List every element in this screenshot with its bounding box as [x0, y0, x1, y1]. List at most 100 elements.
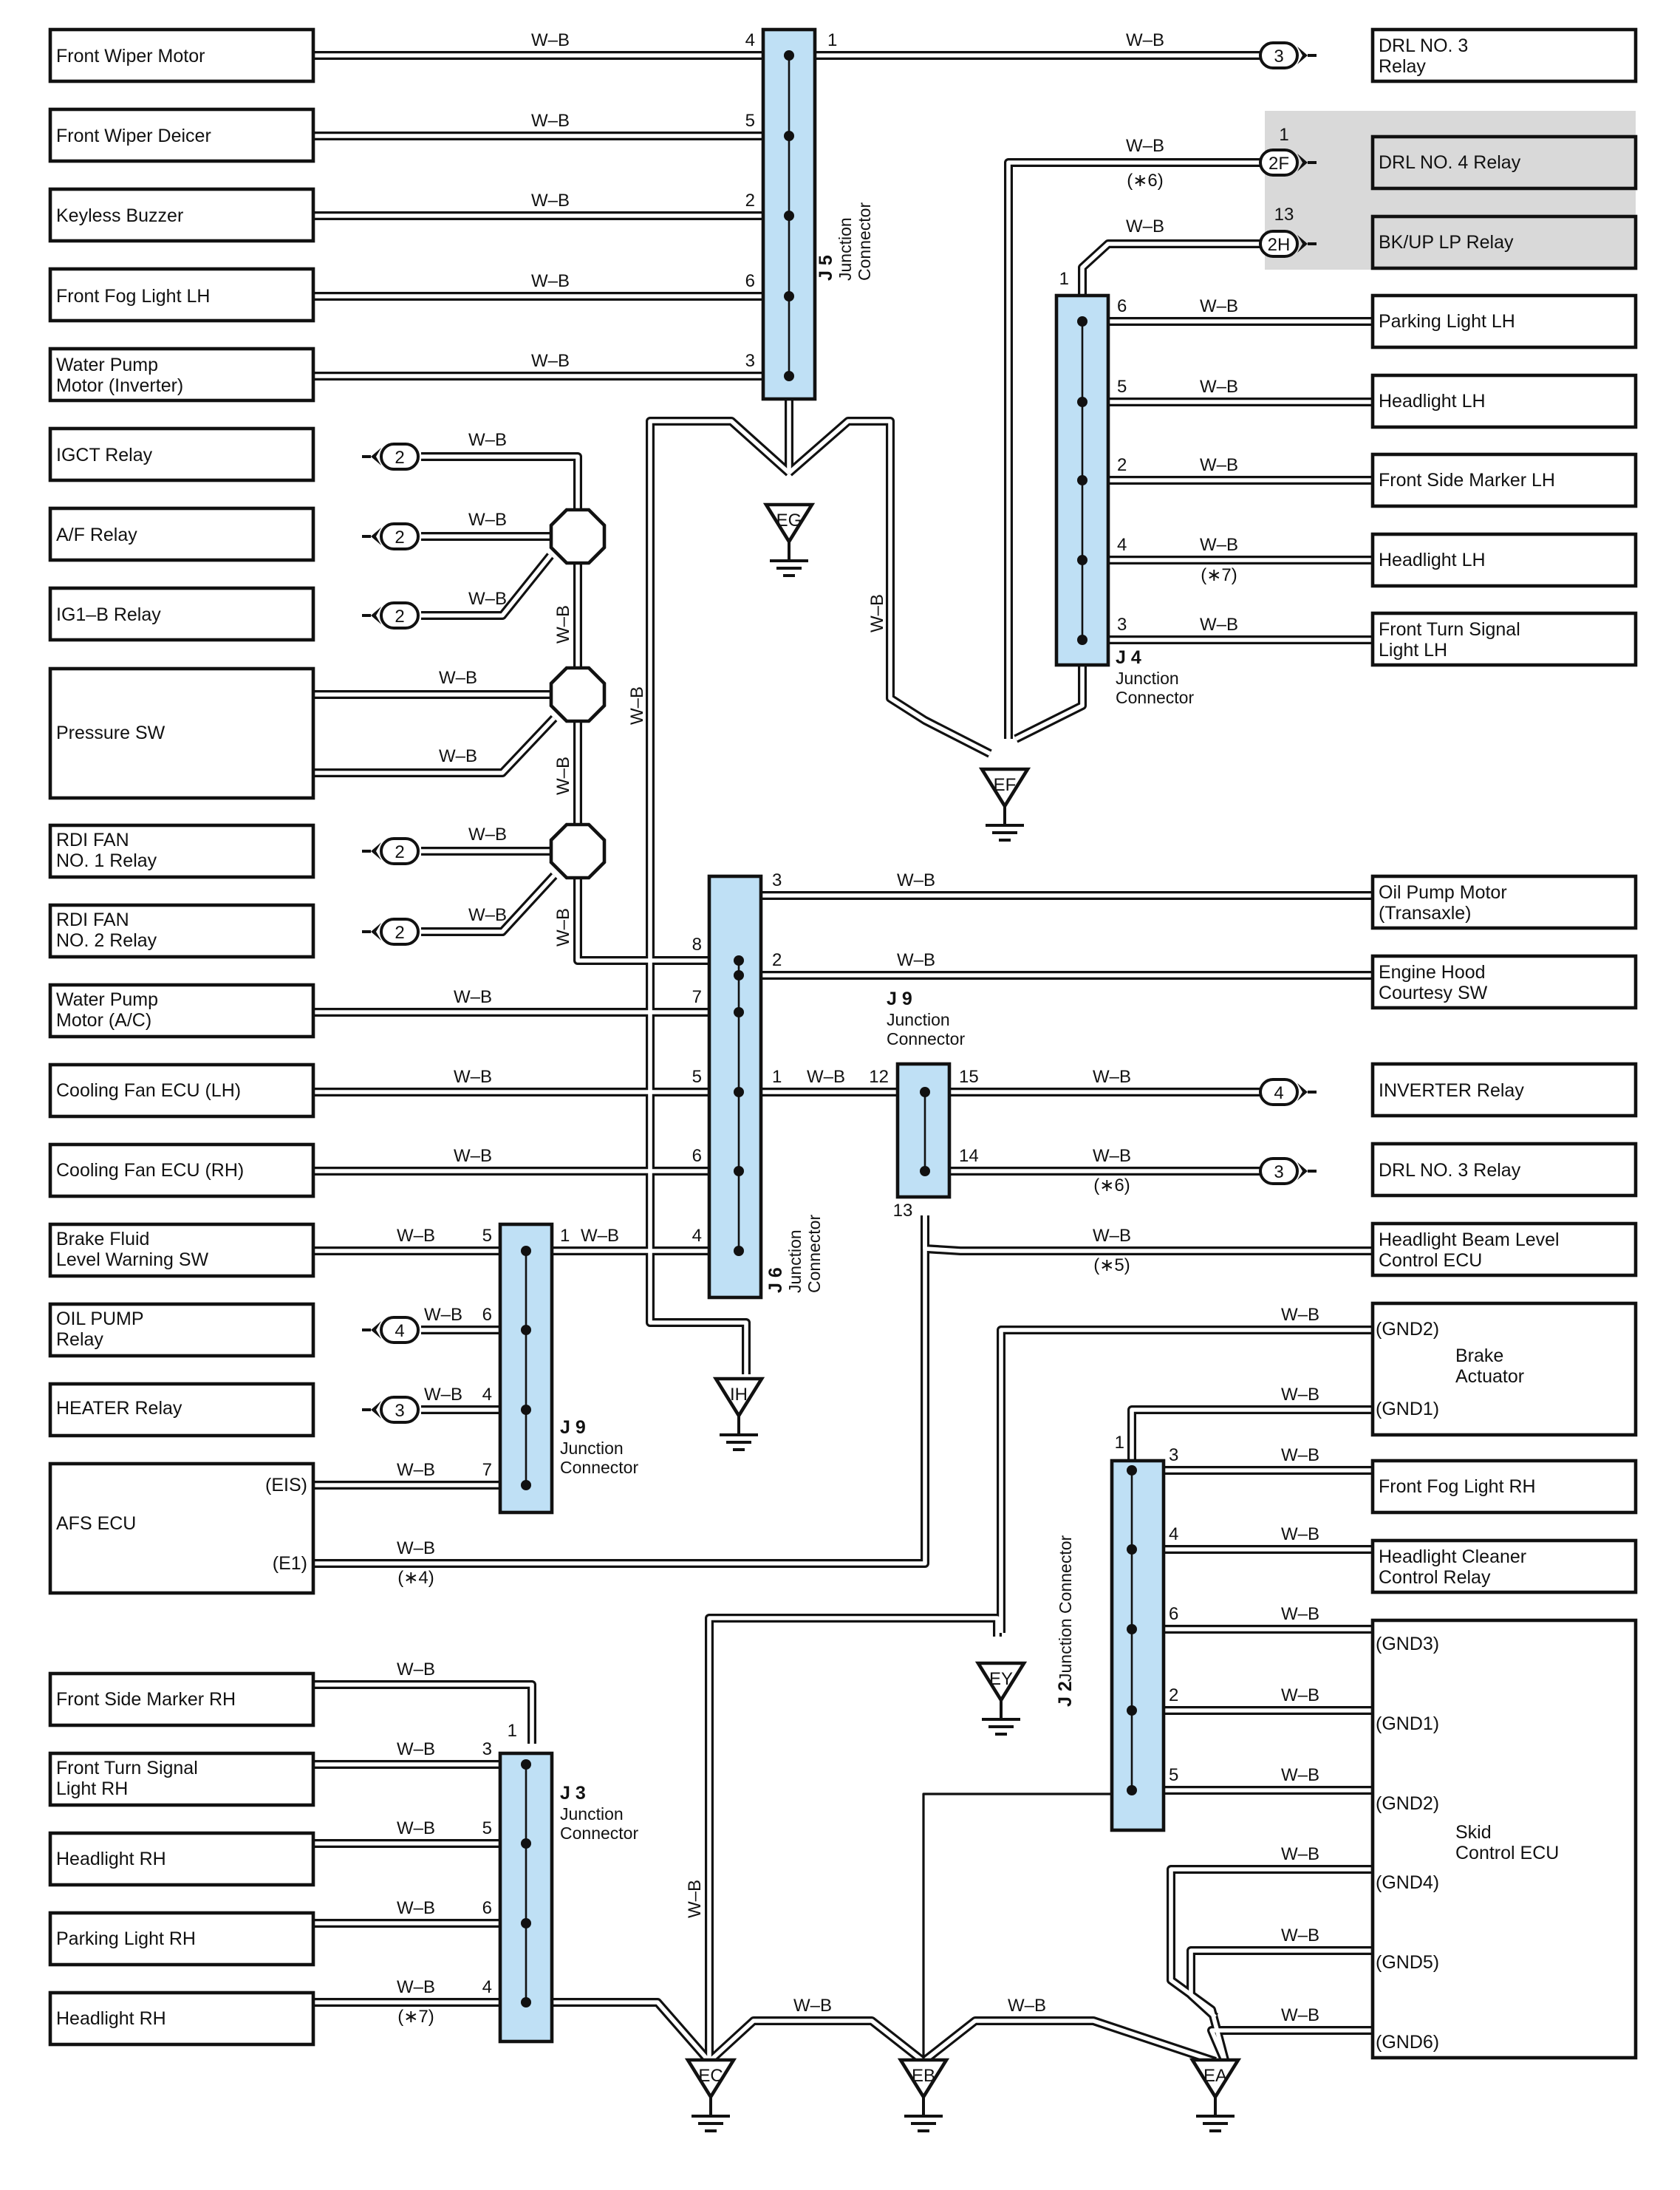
wire-label: W–B: [454, 1146, 492, 1166]
skid-terminal-gnd4: (GND4): [1376, 1872, 1439, 1893]
note-4-afs: (∗4): [397, 1568, 434, 1588]
label-headlight-rh-2: Headlight RH: [56, 2008, 166, 2029]
label-headlight-lh-2: Headlight LH: [1379, 550, 1486, 570]
label-drl-no4-relay: DRL NO. 4 Relay: [1379, 152, 1521, 173]
label-front-wiper-motor: Front Wiper Motor: [56, 46, 205, 66]
wire-label: W–B: [553, 605, 573, 644]
brake-actuator-terminal-gnd1: (GND1): [1376, 1399, 1439, 1419]
wire-label: W–B: [1281, 1445, 1319, 1465]
label-front-side-marker-rh: Front Side Marker RH: [56, 1689, 236, 1710]
junction-j9b-code: J 9: [560, 1417, 586, 1438]
j9a-pin-13: 13: [893, 1201, 913, 1221]
junction-j4-code: J 4: [1116, 647, 1141, 668]
wire-label: W–B: [1281, 1685, 1319, 1705]
wire-label: W–B: [531, 111, 570, 131]
label-front-fog-light-lh: Front Fog Light LH: [56, 286, 210, 307]
wire-label: W–B: [424, 1305, 462, 1325]
junction-j9b-label-2: Connector: [560, 1458, 638, 1477]
wire-label: W–B: [397, 1977, 435, 1997]
junction-dots: [521, 50, 1137, 2008]
wire-label: W–B: [439, 668, 477, 688]
j9b-pin-4: 4: [482, 1385, 492, 1405]
j2-pin-2: 2: [1169, 1685, 1178, 1705]
wire-label: W–B: [1093, 1226, 1131, 1246]
wire-label: W–B: [397, 1898, 435, 1918]
j6-pin-5: 5: [692, 1067, 702, 1087]
wire-label: W–B: [397, 1739, 435, 1759]
label-rdi-fan-no2-2: NO. 2 Relay: [56, 930, 157, 951]
wire-group: [313, 51, 1382, 2066]
wire-label: W–B: [1281, 1844, 1319, 1864]
wire-label: W–B: [531, 191, 570, 211]
label-brake-fluid-1: Brake Fluid: [56, 1229, 149, 1249]
footnote-marks: (∗6) (∗7) (∗6) (∗5) (∗4) (∗7): [397, 171, 1237, 2027]
svg-text:EB: EB: [912, 2066, 935, 2086]
junction-connectors: [498, 27, 1166, 2044]
wire-label: W–B: [897, 870, 935, 890]
junction-j6-label-1: Junction: [785, 1229, 805, 1293]
label-parking-light-lh: Parking Light LH: [1379, 311, 1515, 332]
plug-label-ig1b: 2: [395, 607, 404, 627]
wire-label: W–B: [1200, 455, 1238, 475]
plug-label-oil-pump: 4: [395, 1321, 404, 1341]
plug-label-drl3-top: 3: [1274, 47, 1283, 66]
junction-j9b-label-1: Junction: [560, 1439, 624, 1458]
j6-pin-1: 1: [772, 1067, 782, 1087]
junction-buses: [525, 55, 1133, 2002]
label-parking-light-rh: Parking Light RH: [56, 1928, 196, 1949]
brake-actuator-terminal-gnd2: (GND2): [1376, 1319, 1439, 1340]
label-front-fog-light-rh: Front Fog Light RH: [1379, 1476, 1536, 1497]
note-6-top: (∗6): [1127, 171, 1163, 191]
wire-label: W–B: [424, 1385, 462, 1405]
wire-label: W–B: [1281, 2005, 1319, 2025]
splice-ring-1: [549, 508, 607, 565]
ground-eg: EG: [766, 505, 812, 576]
label-headlight-lh-1: Headlight LH: [1379, 391, 1486, 412]
label-water-pump-motor-inverter-1: Water Pump: [56, 355, 158, 375]
junction-j9a-label-1: Junction: [887, 1010, 950, 1029]
label-ig1b-relay: IG1–B Relay: [56, 604, 161, 625]
ground-symbols: EG EF IH EY EC EB EA: [688, 505, 1238, 2131]
plug-label-2h: 2H: [1268, 235, 1291, 255]
label-front-wiper-deicer: Front Wiper Deicer: [56, 126, 211, 146]
j4-pin-6: 6: [1117, 296, 1127, 316]
label-drl-no3-relay-top-1: DRL NO. 3: [1379, 35, 1468, 56]
label-front-turn-signal-rh-1: Front Turn Signal: [56, 1758, 198, 1778]
label-rdi-fan-no1-2: NO. 1 Relay: [56, 850, 157, 871]
plug-label-rdi2: 2: [395, 923, 404, 943]
j2-pin-3: 3: [1169, 1445, 1178, 1465]
ground-ih: IH: [716, 1379, 762, 1450]
label-keyless-buzzer: Keyless Buzzer: [56, 205, 183, 226]
j5-pin-1: 1: [827, 30, 837, 50]
j6-pin-6: 6: [692, 1146, 702, 1166]
right-component-labels: DRL NO. 3 Relay DRL NO. 4 Relay BK/UP LP…: [1376, 35, 1560, 2053]
j9b-pin-6: 6: [482, 1305, 492, 1325]
plug-label-2f: 2F: [1268, 154, 1289, 174]
wire-label: W–B: [1281, 1385, 1319, 1405]
wire-label: W–B: [685, 1880, 705, 1918]
j9a-pin-14: 14: [959, 1146, 979, 1166]
note-5-beam: (∗5): [1093, 1255, 1130, 1275]
j9b-pin-7: 7: [482, 1460, 492, 1480]
label-drl-no3-relay-top-2: Relay: [1379, 56, 1426, 77]
skid-terminal-gnd6: (GND6): [1376, 2032, 1439, 2053]
label-headlight-cleaner-2: Control Relay: [1379, 1567, 1491, 1588]
label-engine-hood-2: Courtesy SW: [1379, 983, 1488, 1003]
j3-pin-5: 5: [482, 1818, 492, 1838]
wire-label: W–B: [454, 987, 492, 1007]
wire-label: W–B: [627, 686, 647, 725]
junction-j4-label-1: Junction: [1116, 669, 1179, 688]
label-front-turn-signal-lh-1: Front Turn Signal: [1379, 619, 1520, 640]
label-af-relay: A/F Relay: [56, 525, 137, 545]
wire-label: W–B: [1200, 296, 1238, 316]
wire-label: W–B: [1281, 1524, 1319, 1544]
label-bkup-lp-relay: BK/UP LP Relay: [1379, 232, 1514, 253]
ground-eb: EB: [901, 2060, 946, 2131]
label-headlight-rh-1: Headlight RH: [56, 1849, 166, 1869]
wire-label: W–B: [1126, 216, 1164, 236]
j4-pin-2: 2: [1117, 455, 1127, 475]
note-7-lh: (∗7): [1201, 565, 1237, 585]
plug-label-heater: 3: [395, 1401, 404, 1421]
junction-j3-code: J 3: [560, 1783, 586, 1804]
label-cooling-fan-ecu-rh: Cooling Fan ECU (RH): [56, 1160, 244, 1181]
